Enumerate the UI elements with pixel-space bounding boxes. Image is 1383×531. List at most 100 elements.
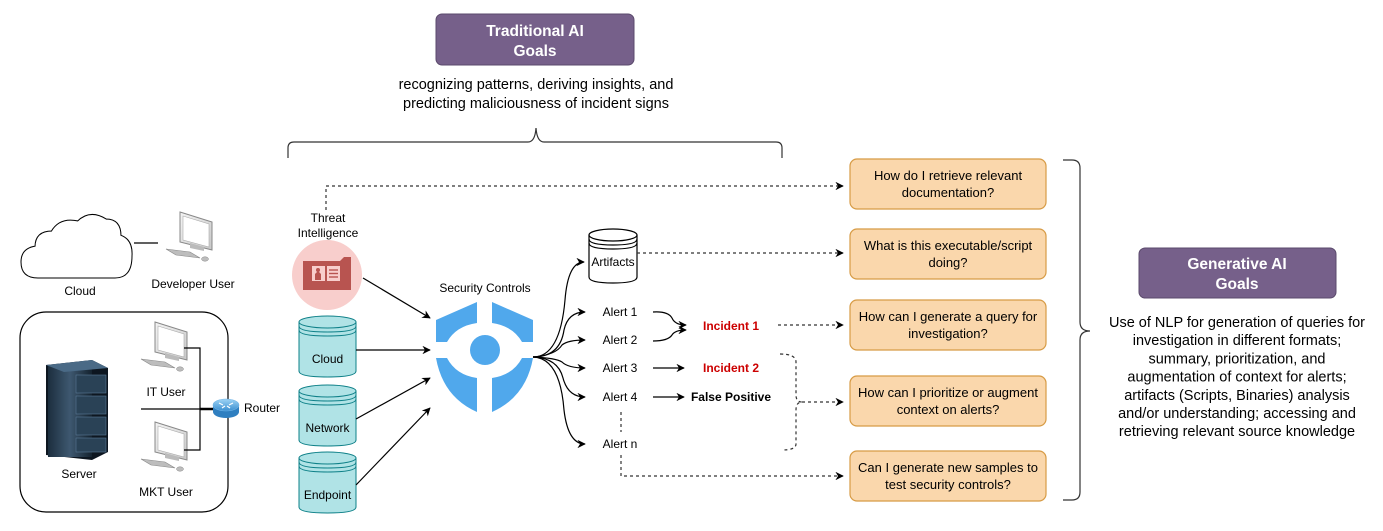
developer-computer-icon <box>165 211 213 262</box>
mkt-user-label: MKT User <box>139 485 193 499</box>
user-switch-link <box>184 347 201 451</box>
data-source-databases: Cloud Network Endpoint <box>298 315 357 514</box>
shield-icon <box>436 302 533 412</box>
controls-to-alert3-arrow <box>532 356 586 373</box>
network-to-controls-arrow <box>355 377 431 420</box>
question-text-line2: test security controls? <box>885 477 1011 492</box>
generative-ai-brace <box>1063 159 1091 501</box>
generative-ai-title-line2: Goals <box>1215 276 1258 293</box>
it-user-computer-icon <box>140 321 188 372</box>
on-prem-network-group: Server IT User MKT User <box>19 311 229 513</box>
generative-ai-desc-line: investigation in different formats; <box>1133 333 1341 349</box>
traditional-ai-title-box <box>435 13 635 66</box>
alert-3: Alert 3 <box>603 361 638 375</box>
alert-group-dashed-brace <box>779 353 803 451</box>
server-node: Server <box>46 360 108 481</box>
it-user-node: IT User <box>140 321 188 399</box>
generative-ai-desc-line: and/or understanding; accessing and <box>1118 406 1356 422</box>
question-text-line2: documentation? <box>902 185 995 200</box>
alert-1: Alert 1 <box>603 305 638 319</box>
false-positive-label: False Positive <box>691 390 771 404</box>
controls-to-alertn-arrow <box>532 356 586 449</box>
database-label: Network <box>305 421 350 435</box>
incident-2-label: Incident 2 <box>703 361 759 375</box>
database-endpoint: Endpoint <box>298 451 357 514</box>
database-network: Network <box>298 384 357 447</box>
database-icon <box>298 458 357 514</box>
alert-2: Alert 2 <box>603 333 638 347</box>
database-label: Cloud <box>312 352 343 366</box>
generative-ai-title-line1: Generative AI <box>1187 256 1286 273</box>
artifacts-label: Artifacts <box>591 255 634 269</box>
question-text-line1: Can I generate new samples to <box>858 460 1038 475</box>
generative-ai-desc-line: Use of NLP for generation of queries for <box>1109 315 1365 331</box>
question-box-bg <box>849 228 1047 280</box>
question-box: Can I generate new samples to test securi… <box>849 450 1047 502</box>
question-box-bg <box>849 299 1047 351</box>
question-box: What is this executable/script doing? <box>849 228 1047 280</box>
endpoint-to-controls-arrow <box>355 407 431 486</box>
database-icon <box>298 391 357 447</box>
artifacts-node: Artifacts <box>588 228 638 284</box>
generative-ai-goals: Generative AI Goals Use of NLP for gener… <box>1109 247 1365 440</box>
controls-to-alert4-arrow <box>532 356 586 402</box>
traditional-ai-desc-line2: predicting maliciousness of incident sig… <box>403 96 669 112</box>
threat-intel-folder-icon <box>303 257 351 290</box>
incident-1-label: Incident 1 <box>703 319 759 333</box>
question-text-line1: What is this executable/script <box>864 238 1033 253</box>
generative-ai-desc-line: augmentation of context for alerts; <box>1127 370 1346 386</box>
alert1-to-incident1-arrow <box>652 311 687 330</box>
generative-ai-description: Use of NLP for generation of queries for… <box>1109 315 1365 440</box>
question-text-line2: investigation? <box>908 326 988 341</box>
traditional-ai-title-line2: Goals <box>513 43 556 60</box>
question-box: How can I prioritize or augment context o… <box>849 375 1047 427</box>
server-icon <box>46 360 108 460</box>
question-text-line1: How do I retrieve relevant <box>874 168 1023 183</box>
threat-intel-to-controls-arrow <box>362 277 431 319</box>
generative-ai-questions: How do I retrieve relevant documentation?… <box>849 158 1047 502</box>
security-controls-label: Security Controls <box>439 281 530 295</box>
traditional-ai-goals: Traditional AI Goals recognizing pattern… <box>287 13 783 158</box>
alert-4: Alert 4 <box>603 390 638 404</box>
router-node: Router <box>212 398 280 418</box>
security-controls-node: Security Controls <box>436 281 533 412</box>
controls-to-alert1-arrow <box>532 307 586 358</box>
controls-to-alert2-arrow <box>532 335 586 358</box>
generative-ai-desc-line: artifacts (Scripts, Binaries) analysis <box>1124 388 1350 404</box>
cloud-node: Cloud <box>20 214 133 298</box>
alert2-to-incident1-arrow <box>652 325 687 342</box>
traditional-ai-desc-line1: recognizing patterns, deriving insights,… <box>399 77 674 93</box>
traditional-ai-title-line1: Traditional AI <box>486 23 584 40</box>
question-text-line1: How can I prioritize or augment <box>858 385 1038 400</box>
controls-to-artifacts-arrow <box>532 257 585 358</box>
mkt-user-node: MKT User <box>139 421 193 499</box>
developer-user-node: Developer User <box>151 211 235 291</box>
threat-intel-to-q1-connector <box>325 181 844 210</box>
database-cloud: Cloud <box>298 315 357 378</box>
database-label: Endpoint <box>304 488 352 502</box>
question-text-line2: doing? <box>928 255 967 270</box>
router-label: Router <box>244 401 280 415</box>
threat-intel-label-line1: Threat <box>311 211 346 225</box>
generative-ai-title-box <box>1138 247 1337 299</box>
traditional-ai-brace <box>287 127 783 158</box>
router-icon <box>212 398 240 418</box>
threat-intel-label-line2: Intelligence <box>298 226 359 240</box>
question-box-bg <box>849 158 1047 210</box>
question-text-line2: context on alerts? <box>897 402 1000 417</box>
question-text-line1: How can I generate a query for <box>859 309 1038 324</box>
generative-ai-desc-line: retrieving relevant source knowledge <box>1119 424 1355 440</box>
question-box-bg <box>849 375 1047 427</box>
alertn-to-q5-connector <box>620 455 844 481</box>
question-box: How do I retrieve relevant documentation? <box>849 158 1047 210</box>
mkt-user-computer-icon <box>140 421 188 472</box>
generative-ai-desc-line: summary, prioritization, and <box>1148 351 1325 367</box>
question-box: How can I generate a query for investigat… <box>849 299 1047 351</box>
threat-intelligence-node: Threat Intelligence <box>292 211 362 310</box>
cloud-label: Cloud <box>64 284 95 298</box>
question-box-bg <box>849 450 1047 502</box>
database-icon <box>298 322 357 378</box>
alert-n: Alert n <box>603 437 638 451</box>
developer-user-label: Developer User <box>151 277 234 291</box>
